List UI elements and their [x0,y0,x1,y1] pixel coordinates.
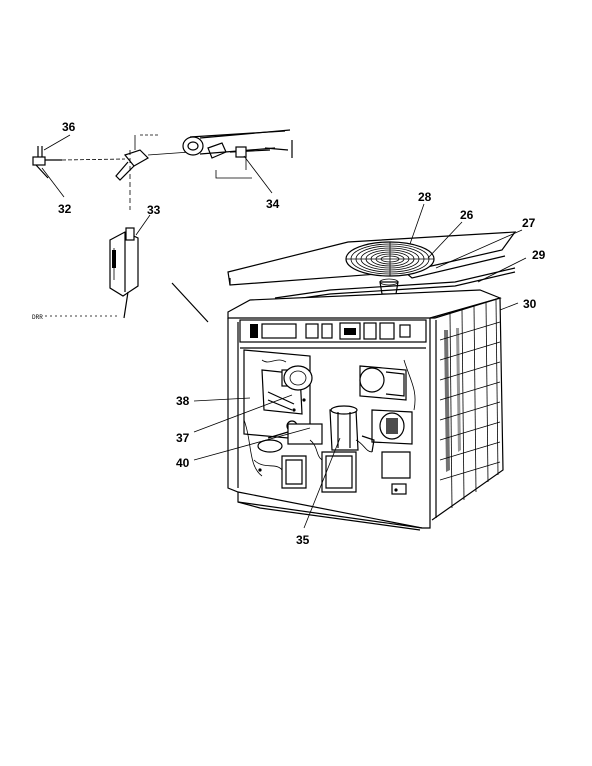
part-33-module [109,227,139,319]
leader-lines [41,134,527,529]
part-34-fitting [182,129,293,179]
control-strip [239,319,427,343]
callout-33: 33 [147,203,161,217]
callout-35: 35 [296,533,310,547]
callout-40: 40 [176,456,190,470]
callout-26: 26 [460,208,474,222]
callout-29: 29 [532,248,546,262]
callout-36: 36 [62,120,76,134]
callout-labels: 36 32 33 34 28 26 27 29 30 38 37 40 35 [58,120,546,547]
part-33-clip [115,134,160,210]
small-print-text: DRR [32,314,43,321]
callout-34: 34 [266,197,280,211]
part-36-32-bracket [32,146,62,179]
compressor-section [257,365,413,495]
callout-28: 28 [418,190,432,204]
callout-38: 38 [176,394,190,408]
condenser-coil-panel [439,299,501,509]
fan-guard-grille [345,241,435,277]
condenser-cabinet [227,289,504,531]
callout-30: 30 [523,297,537,311]
wiring [243,359,416,477]
sensor-tubing-assembly: DRR [32,129,293,323]
callout-27: 27 [522,216,536,230]
callout-37: 37 [176,431,190,445]
callout-32: 32 [58,202,72,216]
